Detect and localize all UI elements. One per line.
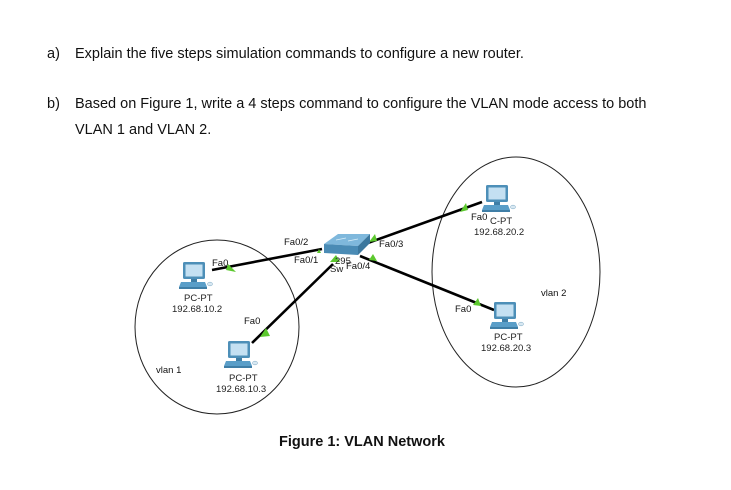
link-indicator-icon [369,234,377,242]
switch-port-label: Fa0/3 [379,239,403,250]
question-b-text-continued: VLAN 1 and VLAN 2. [75,122,212,138]
question-a-label: a) [47,46,60,62]
pc-port-label: Fa0 [471,212,487,223]
switch-icon[interactable] [324,234,370,255]
pc-port-label: Fa0 [212,258,228,269]
switch-model-label: 295 [335,256,351,267]
switch-port-label: Fa0/1 [294,255,318,266]
pc-ip-label: 192.68.20.3 [481,343,531,354]
switch-port-label: Fa0/4 [346,261,370,272]
question-b-label: b) [47,96,60,112]
pc-ip-label: 192.68.20.2 [474,227,524,238]
pc-icon[interactable] [481,184,516,213]
pc-type-label: PC-PT [229,373,258,384]
switch-name-label: Sw [330,264,343,275]
pc-icon[interactable] [489,301,524,330]
vlan-2-label: vlan 2 [541,288,566,299]
pc-type-label: PC-PT [494,332,523,343]
vlan-1-label: vlan 1 [156,365,181,376]
link-indicator-icon [317,249,321,253]
pc-type-label: PC-PT [184,293,213,304]
pc-port-label: Fa0 [455,304,471,315]
link-indicator-icon [226,264,236,272]
link-indicator-icon [460,203,468,212]
link-indicator-icon [260,328,270,337]
pc-ip-label: 192.68.10.2 [172,304,222,315]
switch-port-label: Fa0/2 [284,237,308,248]
figure-caption: Figure 1: VLAN Network [279,434,445,450]
question-a-text: Explain the five steps simulation comman… [75,46,524,62]
link-indicator-icon [473,298,481,306]
pc-type-label: C-PT [490,216,512,227]
pc-icon[interactable] [223,340,258,369]
pc-ip-label: 192.68.10.3 [216,384,266,395]
link-indicator-icon [330,255,340,262]
question-b-text: Based on Figure 1, write a 4 steps comma… [75,96,647,112]
link-pc4-switch [359,254,495,312]
pc-icon[interactable] [178,261,213,290]
link-indicator-icon [369,254,377,261]
pc-port-label: Fa0 [244,316,260,327]
vlan-2-boundary [431,156,601,388]
vlan-1-boundary [134,239,300,415]
